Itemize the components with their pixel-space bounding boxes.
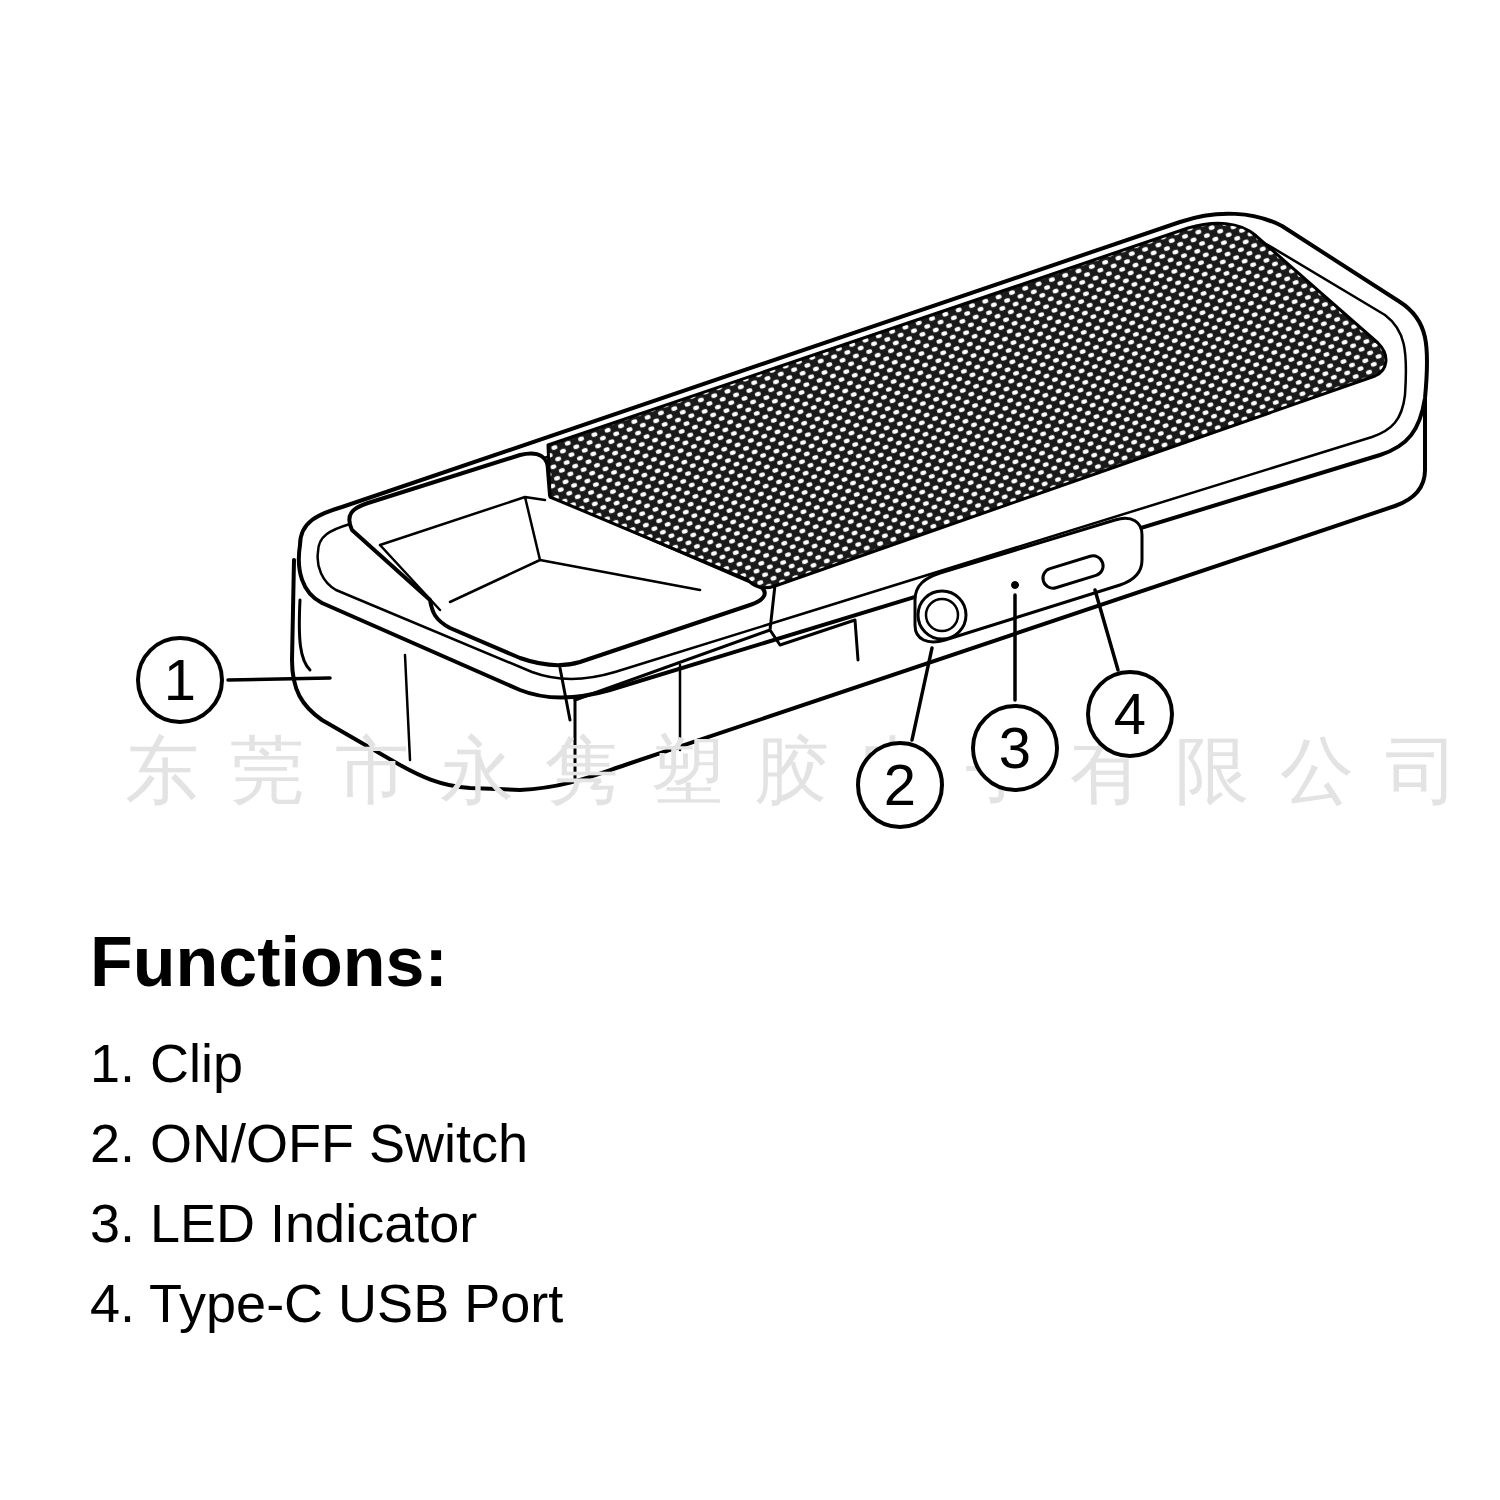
callout-number: 4 [1114, 685, 1146, 743]
power-switch [918, 591, 966, 639]
callout-circle: 2 [856, 741, 944, 829]
callout-number: 3 [999, 719, 1031, 777]
callout-circle: 3 [971, 704, 1059, 792]
power-switch-inner [926, 599, 958, 631]
usb-port [1040, 553, 1105, 590]
led-indicator [1012, 582, 1019, 589]
function-item: 1. Clip [90, 1032, 243, 1094]
leader-line [1095, 590, 1118, 670]
device-top [299, 214, 1427, 698]
leader-line [228, 678, 330, 680]
callout-number: 1 [164, 651, 196, 709]
clip-gate [560, 585, 858, 720]
function-item: 3. LED Indicator [90, 1192, 477, 1254]
callout-circle: 1 [136, 636, 224, 724]
callout-circle: 4 [1086, 670, 1174, 758]
function-item: 4. Type-C USB Port [90, 1272, 563, 1334]
heading: Functions: [90, 922, 448, 1002]
leader-line [912, 648, 932, 740]
callout-number: 2 [884, 756, 916, 814]
port-panel [915, 518, 1142, 641]
speaker-grille [548, 223, 1386, 587]
leader-line [1013, 595, 1017, 700]
corner-edge [299, 600, 310, 670]
function-item: 2. ON/OFF Switch [90, 1112, 528, 1174]
watermark: 东莞市永隽塑胶电子有限公司 [125, 722, 1490, 822]
